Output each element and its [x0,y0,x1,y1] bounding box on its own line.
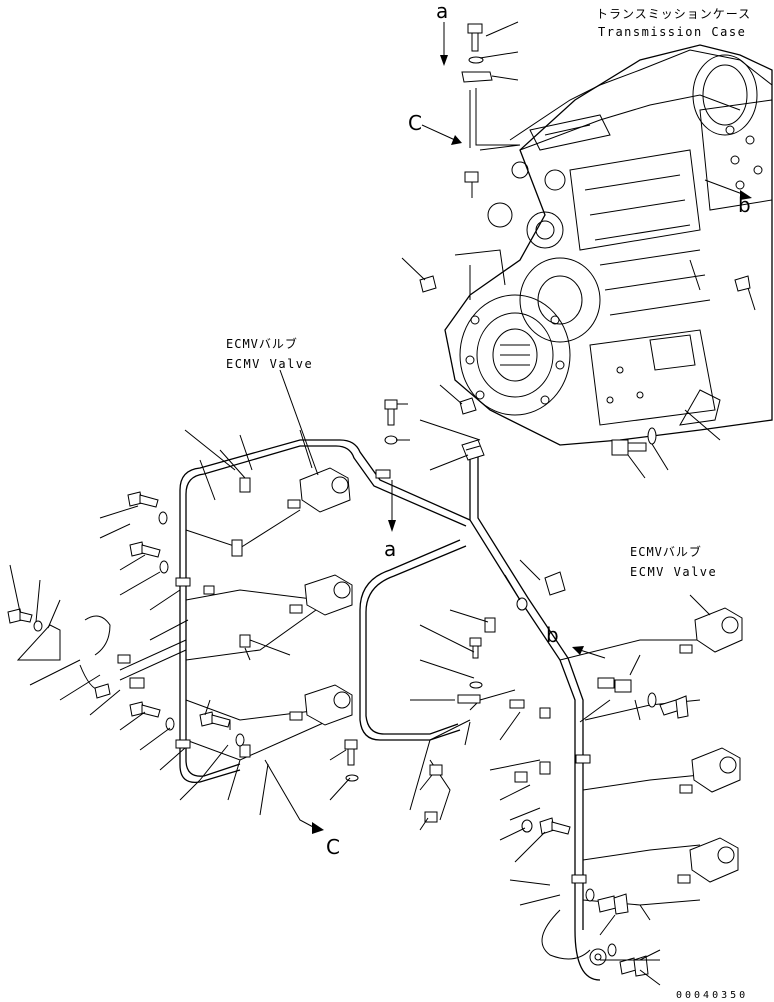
ecmv-valve-left-jp-label: ECMVバルブ [226,336,298,351]
ecmv-valve-right-en-label: ECMV Valve [630,565,717,579]
wiring-harness [119,439,720,981]
ref-mark-c-bottom: C [326,835,340,859]
top-bolt-set [461,21,520,148]
transmission-case [444,44,773,446]
ecmv-valves-right [677,607,743,884]
ref-mark-a-top: a [436,0,448,23]
leader-lines [9,369,711,986]
transmission-case-jp-label: トランスミッションケース [596,7,751,21]
ref-mark-b-top: b [738,193,751,217]
transmission-case-en-label: Transmission Case [598,25,746,39]
case-side-bolts [401,171,756,479]
text-labels: トランスミッションケース Transmission Case ECMVバルブ E… [226,0,751,1001]
ref-mark-c-top: C [408,111,422,135]
bolts-and-washers [7,399,689,977]
ref-mark-a-mid: a [384,537,396,561]
harness-connector-plug [461,439,485,461]
ecmv-valve-left-en-label: ECMV Valve [226,357,313,371]
ecmv-valve-right-jp-label: ECMVバルブ [630,544,702,559]
reference-arrows [264,22,752,834]
harness-clamps [175,469,591,884]
figure-number: 00040350 [676,990,748,1001]
ecmv-valves-left [287,467,353,726]
ref-mark-b-mid: b [546,623,559,647]
